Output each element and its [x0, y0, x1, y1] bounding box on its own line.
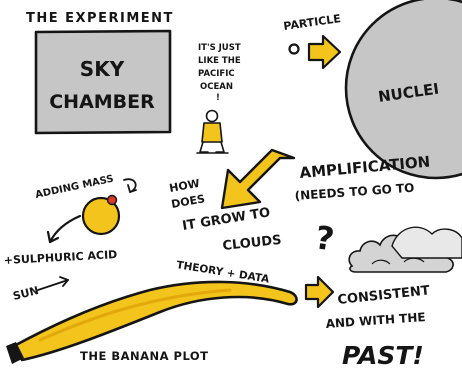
- particle-label: PARTICLE: [283, 12, 342, 33]
- banana-plot-label: THE BANANA PLOT: [80, 349, 209, 363]
- how-line1: HOW: [168, 177, 200, 195]
- pacific-note-line2: LIKE THE: [198, 56, 241, 66]
- consistent-line1: CONSISTENT: [337, 283, 431, 308]
- sky-chamber-line2: CHAMBER: [49, 91, 155, 113]
- sulphuric-arrow-icon: [48, 214, 82, 244]
- pacific-note-line3: PACIFIC: [198, 69, 235, 79]
- sun-arrow-icon: [37, 279, 69, 291]
- cloud-icon: [348, 226, 462, 273]
- banana-plot-icon: [6, 280, 298, 364]
- nuclei-circle: NUCLEI: [344, 0, 462, 180]
- how-line3: IT GROW TO: [181, 205, 271, 234]
- how-line4: CLOUDS: [222, 233, 282, 254]
- how-question-mark: ?: [313, 218, 337, 258]
- sun-label: SUN: [12, 284, 40, 303]
- adding-mass-label: ADDING MASS: [34, 174, 114, 201]
- mass-dot-icon: [106, 194, 118, 206]
- little-person-icon: [196, 109, 229, 154]
- title-text: THE EXPERIMENT: [26, 11, 174, 26]
- pacific-note-line4: OCEAN: [200, 82, 233, 92]
- sky-chamber-line1: SKY: [80, 57, 125, 81]
- sky-chamber-box: SKY CHAMBER: [34, 29, 172, 135]
- consistent-line3: PAST!: [342, 341, 424, 370]
- particle-growth-icon: [81, 196, 121, 236]
- pacific-note-line1: IT'S JUST: [198, 43, 241, 53]
- pacific-note-excl: !: [216, 93, 220, 103]
- consistent-line2: AND WITH THE: [325, 310, 426, 331]
- sulphuric-acid-label: +SULPHURIC ACID: [3, 248, 117, 267]
- pacific-note: IT'S JUST LIKE THE PACIFIC OCEAN !: [198, 43, 241, 103]
- particle-arrow-icon: [307, 34, 342, 70]
- particle-dot-icon: [288, 43, 300, 55]
- amplification-arrow-icon: [220, 148, 296, 210]
- amplification-line2: (NEEDS TO GO TO: [294, 181, 415, 203]
- consistent-arrow-icon: [304, 275, 335, 309]
- amplification-line1: AMPLIFICATION: [299, 153, 431, 182]
- how-line2: DOES: [170, 192, 206, 211]
